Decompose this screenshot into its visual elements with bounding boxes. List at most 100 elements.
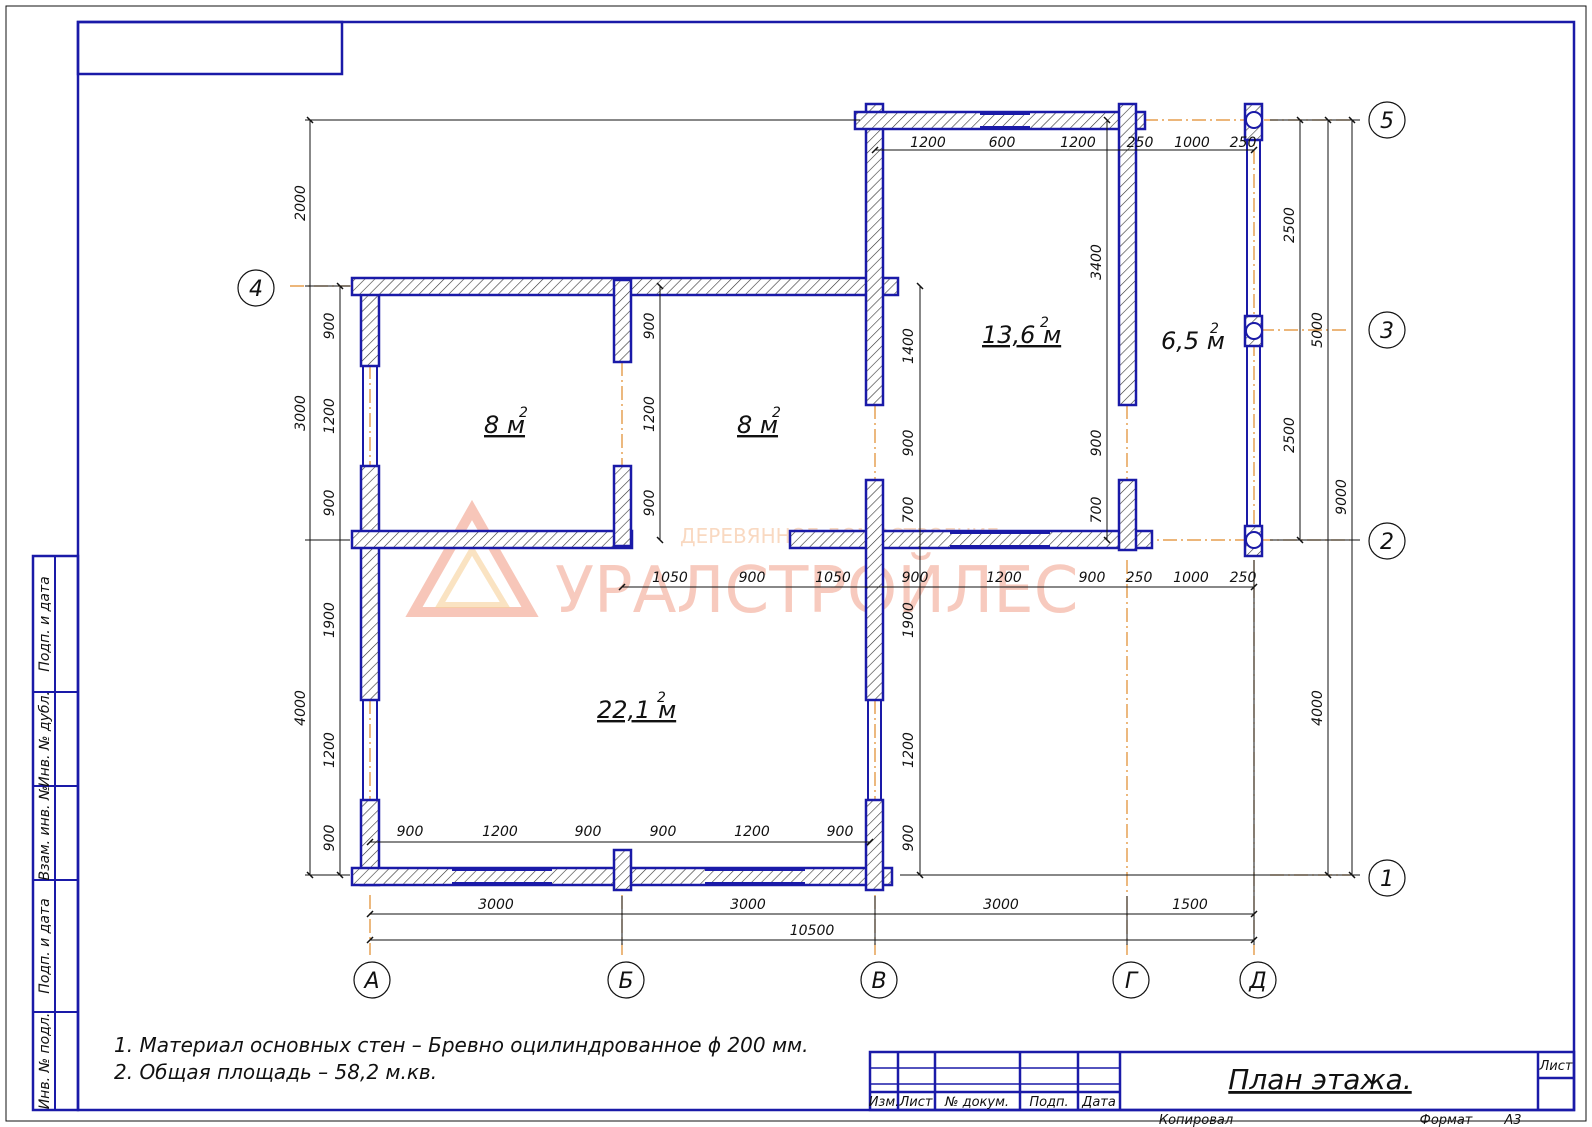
watermark-logo — [405, 499, 539, 617]
axis-label-4: 4 — [249, 277, 263, 302]
axis-label-3: 3 — [1380, 319, 1394, 344]
dim-right-inner-1: 2500 — [1282, 207, 1298, 243]
dim-g-1: 3400 — [1089, 244, 1105, 280]
tb-header-change: Изм. — [869, 1095, 900, 1110]
dim-bottom-span-4: 1500 — [1172, 897, 1208, 913]
note-2: 2. Общая площадь – 58,2 м.кв. — [114, 1060, 437, 1084]
dim-left-inner-5: 1200 — [322, 732, 338, 768]
tb-copied-label: Копировал — [1159, 1113, 1233, 1127]
dim-v-2: 900 — [901, 430, 917, 457]
dim-middle-3: 1050 — [815, 570, 851, 586]
dim-bottom-opening-6: 900 — [827, 824, 854, 840]
dim-left-outer-2: 3000 — [293, 395, 309, 431]
dim-g-2: 900 — [1089, 430, 1105, 457]
windows — [362, 113, 1261, 884]
dim-middle-1: 1050 — [652, 570, 688, 586]
outer-frame — [5, 5, 1587, 1122]
dim-top-5: 1000 — [1174, 135, 1210, 151]
room-5-area: 22,1 м 2 — [597, 690, 676, 724]
room-area-text: 22,1 м — [597, 696, 676, 724]
wall-segment — [612, 278, 633, 364]
axis-label-v: В — [871, 969, 886, 994]
axis-bubbles-letters — [353, 961, 1277, 999]
room-area-text: 8 м — [737, 411, 778, 439]
tb-format-label: Формат — [1420, 1113, 1473, 1127]
dim-bottom-opening-5: 1200 — [734, 824, 770, 840]
dim-middle-4: 900 — [902, 570, 929, 586]
tb-format-value: А3 — [1503, 1113, 1521, 1127]
room-area-sup: 2 — [657, 690, 666, 706]
watermark: УРАЛСТРОЙЛЕС ДЕРЕВЯННОЕ ДОМОСТРОЕНИЕ — [405, 499, 1078, 628]
dim-bottom-span-2: 3000 — [730, 897, 766, 913]
tb-header-date: Дата — [1081, 1095, 1116, 1110]
wall-segment — [350, 529, 634, 550]
title-block — [868, 1050, 1576, 1112]
dim-v-3: 700 — [901, 497, 917, 524]
dim-top-3: 1200 — [1060, 135, 1096, 151]
axis-label-1: 1 — [1380, 867, 1394, 892]
wall-segment — [864, 478, 885, 702]
room-area-sup: 2 — [772, 405, 781, 421]
dim-bottom-span-1: 3000 — [478, 897, 514, 913]
axis-label-a: А — [362, 969, 379, 994]
dim-bottom-opening-2: 1200 — [482, 824, 518, 840]
dim-middle-5: 1200 — [986, 570, 1022, 586]
dim-middle-2: 900 — [739, 570, 766, 586]
axis-label-b: Б — [618, 969, 633, 994]
wall-segment — [612, 464, 633, 548]
dim-top-2: 600 — [989, 135, 1016, 151]
dim-middle-9: 250 — [1230, 570, 1257, 586]
top-stamp-box — [76, 20, 344, 76]
dim-partition-1: 900 — [642, 313, 658, 340]
dim-left-outer-3: 4000 — [293, 690, 309, 726]
side-stamp-replace-inv: Взам. инв. № — [37, 785, 53, 880]
side-stamp-signdate-1: Подп. и дата — [37, 576, 53, 671]
tb-header-sign: Подп. — [1029, 1095, 1068, 1110]
dim-bottom-total: 10500 — [790, 923, 835, 939]
dim-v-1: 1400 — [901, 328, 917, 364]
dim-middle-8: 1000 — [1173, 570, 1209, 586]
dim-bottom-opening-1: 900 — [397, 824, 424, 840]
dim-partition-3: 900 — [642, 490, 658, 517]
side-stamp-orig-inv: Инв. № подл. — [37, 1013, 53, 1110]
wall-segment — [359, 464, 381, 702]
dim-top-1: 1200 — [910, 135, 946, 151]
dimension-lines — [305, 116, 1360, 945]
dim-bottom-opening-4: 900 — [650, 824, 677, 840]
drawing-title: План этажа. — [1228, 1063, 1411, 1096]
axis-label-g: Г — [1125, 969, 1139, 994]
axis-label-2: 2 — [1380, 530, 1394, 555]
dim-top-4: 250 — [1127, 135, 1154, 151]
room-4-area: 6,5 м 2 — [1161, 321, 1225, 355]
side-stamp-column: Подп. и дата Инв. № дубл. Взам. инв. № П… — [31, 554, 80, 1112]
dim-left-inner-3: 900 — [322, 490, 338, 517]
side-stamp-signdate-2: Подп. и дата — [37, 898, 53, 993]
axis-label-d: Д — [1248, 969, 1266, 994]
dim-left-inner-6: 900 — [322, 825, 338, 852]
dim-left-inner-2: 1200 — [322, 398, 338, 434]
wall-segment — [1117, 102, 1138, 407]
wall-segment — [864, 798, 885, 892]
dim-partition-2: 1200 — [642, 396, 658, 432]
dim-g-3: 700 — [1089, 497, 1105, 524]
room-area-sup: 2 — [1040, 315, 1049, 331]
dim-middle-7: 250 — [1126, 570, 1153, 586]
dim-left-inner-1: 900 — [322, 313, 338, 340]
wall-segment — [1117, 478, 1138, 552]
tb-header-docnum: № докум. — [944, 1095, 1009, 1110]
room-area-text: 8 м — [484, 411, 525, 439]
tb-sheet-label: Лист — [1539, 1059, 1573, 1074]
walls — [350, 102, 1264, 892]
dim-right-mid-2: 4000 — [1310, 690, 1326, 726]
axis-bubbles-numbers — [237, 101, 1406, 897]
room-3-area: 13,6 м 2 — [982, 315, 1061, 349]
dim-right-mid-1: 5000 — [1310, 312, 1326, 348]
room-area-text: 6,5 м — [1161, 327, 1225, 355]
tb-header-sheet: Лист — [899, 1095, 933, 1110]
side-stamp-dup-inv: Инв. № дубл. — [37, 691, 53, 787]
dim-middle-6: 900 — [1079, 570, 1106, 586]
dim-v-6: 900 — [901, 825, 917, 852]
note-1: 1. Материал основных стен – Бревно оцили… — [114, 1033, 808, 1057]
dim-top-6: 250 — [1230, 135, 1257, 151]
